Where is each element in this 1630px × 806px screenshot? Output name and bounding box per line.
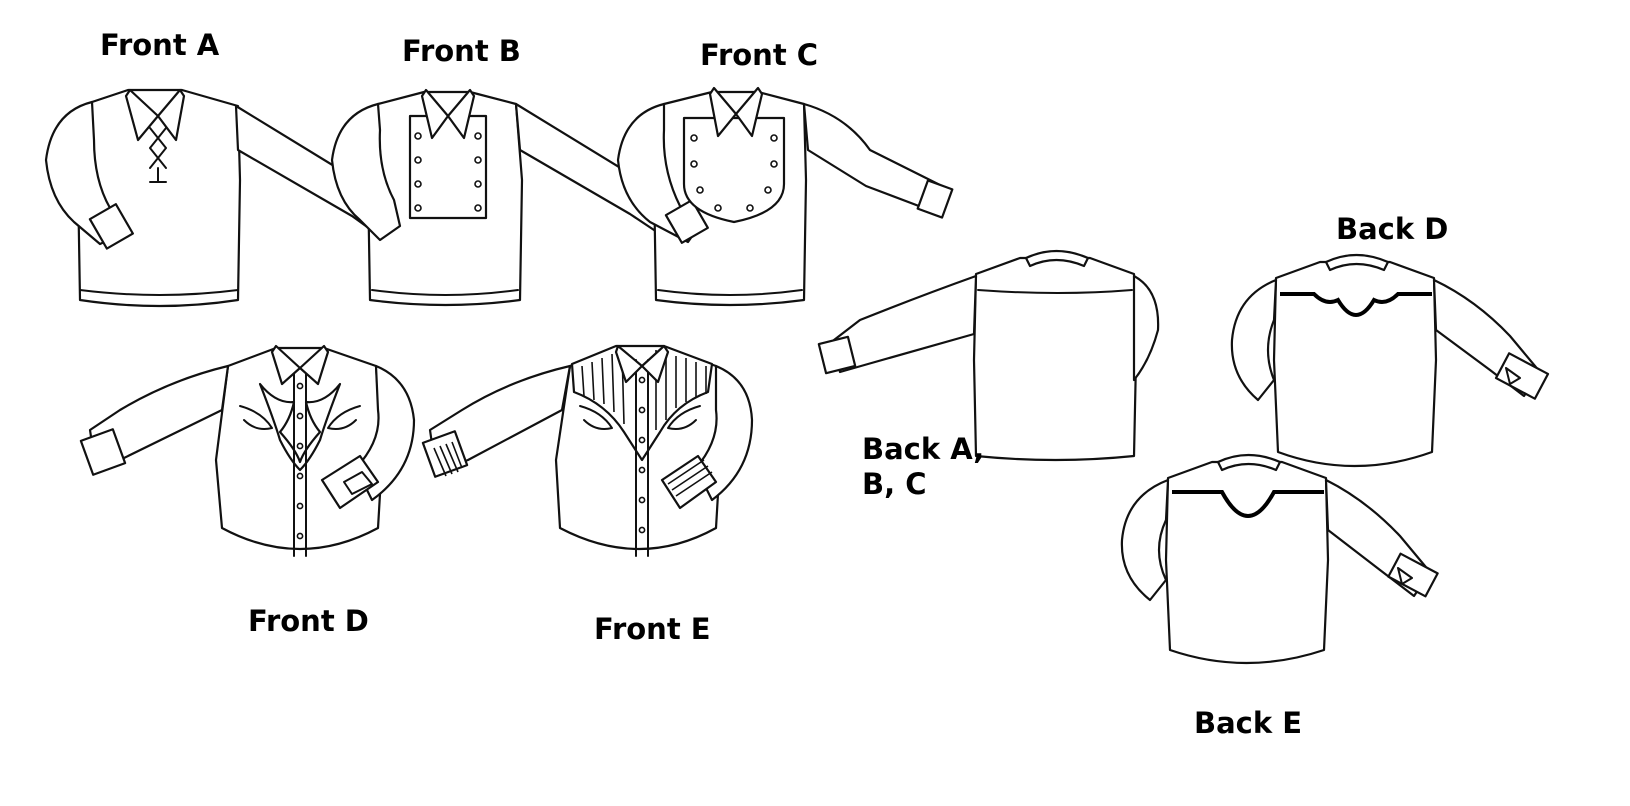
figure-back-abc <box>817 249 1160 462</box>
label-back-abc: Back A, B, C <box>862 432 985 502</box>
front-d-left-cuff <box>79 428 127 476</box>
front-e-yoke-stripes <box>581 349 707 430</box>
front-c-right-cuff <box>916 179 954 219</box>
front-b-hem <box>371 289 519 296</box>
back-e-yoke <box>1172 490 1324 518</box>
front-d-collar-right <box>298 344 330 386</box>
front-e-snaps <box>638 376 646 534</box>
front-e-collar-left <box>614 344 644 384</box>
back-e-body <box>1164 460 1330 665</box>
figure-front-c <box>616 86 954 307</box>
front-d-pocket-left <box>239 405 273 430</box>
front-d-right-sleeve <box>354 364 416 502</box>
back-e-cuff-point <box>1397 567 1413 585</box>
front-c-hem <box>657 289 803 296</box>
front-a-hem <box>79 289 239 296</box>
back-abc-yoke <box>977 289 1133 294</box>
back-d-right-cuff <box>1494 352 1550 400</box>
front-e-collar-right <box>640 344 670 384</box>
back-abc-collar <box>1024 249 1090 268</box>
figure-front-d <box>79 344 416 557</box>
front-b-left-sleeve <box>330 102 402 242</box>
front-e-pocket-right <box>667 405 701 430</box>
back-e-collar <box>1216 453 1282 472</box>
front-d-pocket-right <box>327 405 361 430</box>
front-a-collar-right <box>156 88 186 142</box>
label-front-a: Front A <box>100 28 220 62</box>
back-d-left-sleeve <box>1230 278 1278 402</box>
figure-back-e <box>1120 453 1439 665</box>
label-front-c: Front C <box>700 38 819 72</box>
front-d-right-cuff <box>320 454 380 510</box>
back-abc-right-sleeve <box>1132 274 1160 382</box>
front-d-placket <box>293 365 307 557</box>
back-d-yoke <box>1280 292 1432 317</box>
front-a-left-cuff <box>88 203 134 250</box>
front-e-right-sleeve <box>694 364 754 502</box>
front-c-shield-bib <box>682 116 786 224</box>
front-e-yoke <box>570 344 714 462</box>
label-front-e: Front E <box>594 612 711 646</box>
figure-back-d <box>1230 253 1550 468</box>
back-d-body <box>1272 260 1438 468</box>
front-b-bib-buttons <box>414 132 482 212</box>
label-back-e: Back E <box>1194 706 1303 740</box>
front-e-right-cuff-stripes <box>667 459 713 497</box>
front-c-left-cuff <box>664 199 709 244</box>
back-d-cuff-point <box>1505 367 1521 385</box>
front-b-collar-left <box>420 88 450 140</box>
front-e-pocket-left <box>579 405 613 430</box>
front-b-collar-right <box>446 88 476 140</box>
front-a-collar-left <box>124 88 160 142</box>
front-a-lacing <box>149 127 167 183</box>
front-e-placket <box>635 359 649 557</box>
front-a-body <box>76 88 242 308</box>
back-e-left-sleeve <box>1120 478 1170 602</box>
front-d-snaps <box>296 382 304 540</box>
label-front-d: Front D <box>248 604 369 638</box>
front-e-left-cuff-stripes <box>433 441 463 477</box>
back-abc-left-sleeve <box>832 274 978 374</box>
front-d-collar-left <box>270 344 302 386</box>
front-b-bib <box>408 114 488 220</box>
back-abc-left-cuff <box>817 335 857 375</box>
front-c-collar-right <box>734 86 764 138</box>
front-c-collar-left <box>708 86 738 138</box>
back-abc-body <box>972 256 1138 462</box>
front-c-bib-buttons <box>690 134 778 212</box>
figure-front-e <box>421 344 754 557</box>
label-front-b: Front B <box>402 34 521 68</box>
front-d-cuff-point <box>343 471 373 495</box>
back-e-right-cuff <box>1387 552 1439 598</box>
label-back-d: Back D <box>1336 212 1449 246</box>
back-d-collar <box>1324 253 1390 272</box>
